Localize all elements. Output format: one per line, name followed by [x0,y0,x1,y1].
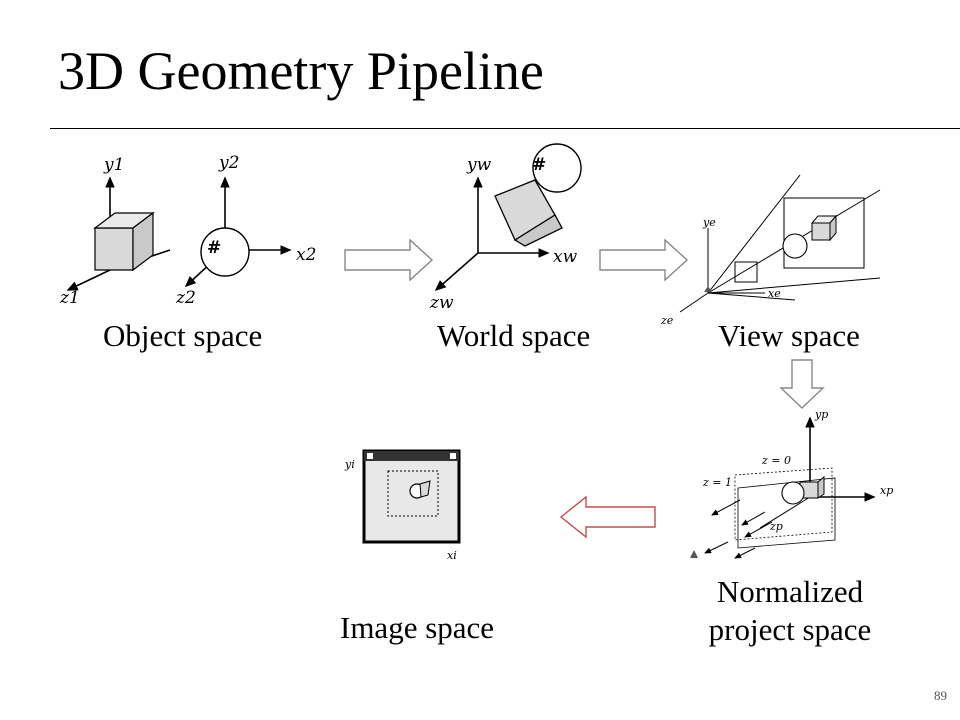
normalized-x-label: xp [880,484,893,497]
object2-z-label: z2 [175,288,196,308]
pipeline-arrow-left [559,495,656,539]
normalized-figure: yp xp zp z = 0 z = 1 [690,408,893,559]
slide-title: 3D Geometry Pipeline [58,41,544,101]
object-space-caption: Object space [103,318,263,353]
pipeline-arrow-2 [599,238,689,282]
normalized-y-label: yp [814,408,828,421]
normalized-space-caption: Normalized project space [690,573,890,649]
object-sphere-figure: # y2 x2 z2 [175,153,316,308]
image-space-caption: Image space [340,610,495,645]
world-x-label: xw [553,247,578,267]
pipeline-arrow-1 [344,238,434,282]
world-z-label: zw [429,293,454,313]
image-x-label: xi [447,549,457,562]
normalized-caption-line1: Normalized [716,574,864,609]
pipeline-arrow-down [779,359,825,409]
view-x-label: xe [768,287,781,300]
view-frustum-figure: ye xe ze [660,174,881,327]
normalized-plane0-label: z = 0 [761,454,791,467]
object1-z-label: z1 [59,288,80,308]
object2-x-label: x2 [296,245,316,265]
object1-y-label: y1 [103,155,124,175]
object2-y-label: y2 [218,153,239,173]
view-z-label: ze [660,314,674,327]
view-y-label: ye [702,216,716,229]
normalized-z-label: zp [769,520,783,533]
title-divider [50,128,960,129]
world-figure: # yw xw zw [429,143,582,313]
svg-text:#: # [207,238,221,258]
normalized-plane1-label: z = 1 [702,476,732,489]
object-cube-figure: y1 z1 [59,155,171,308]
view-space-caption: View space [718,318,860,353]
page-number: 89 [934,688,947,703]
image-window-figure: yi xi [344,449,461,562]
normalized-caption-line2: project space [708,612,872,647]
svg-text:#: # [532,155,546,175]
world-space-caption: World space [437,318,591,353]
image-y-label: yi [344,458,355,471]
world-y-label: yw [466,155,492,175]
